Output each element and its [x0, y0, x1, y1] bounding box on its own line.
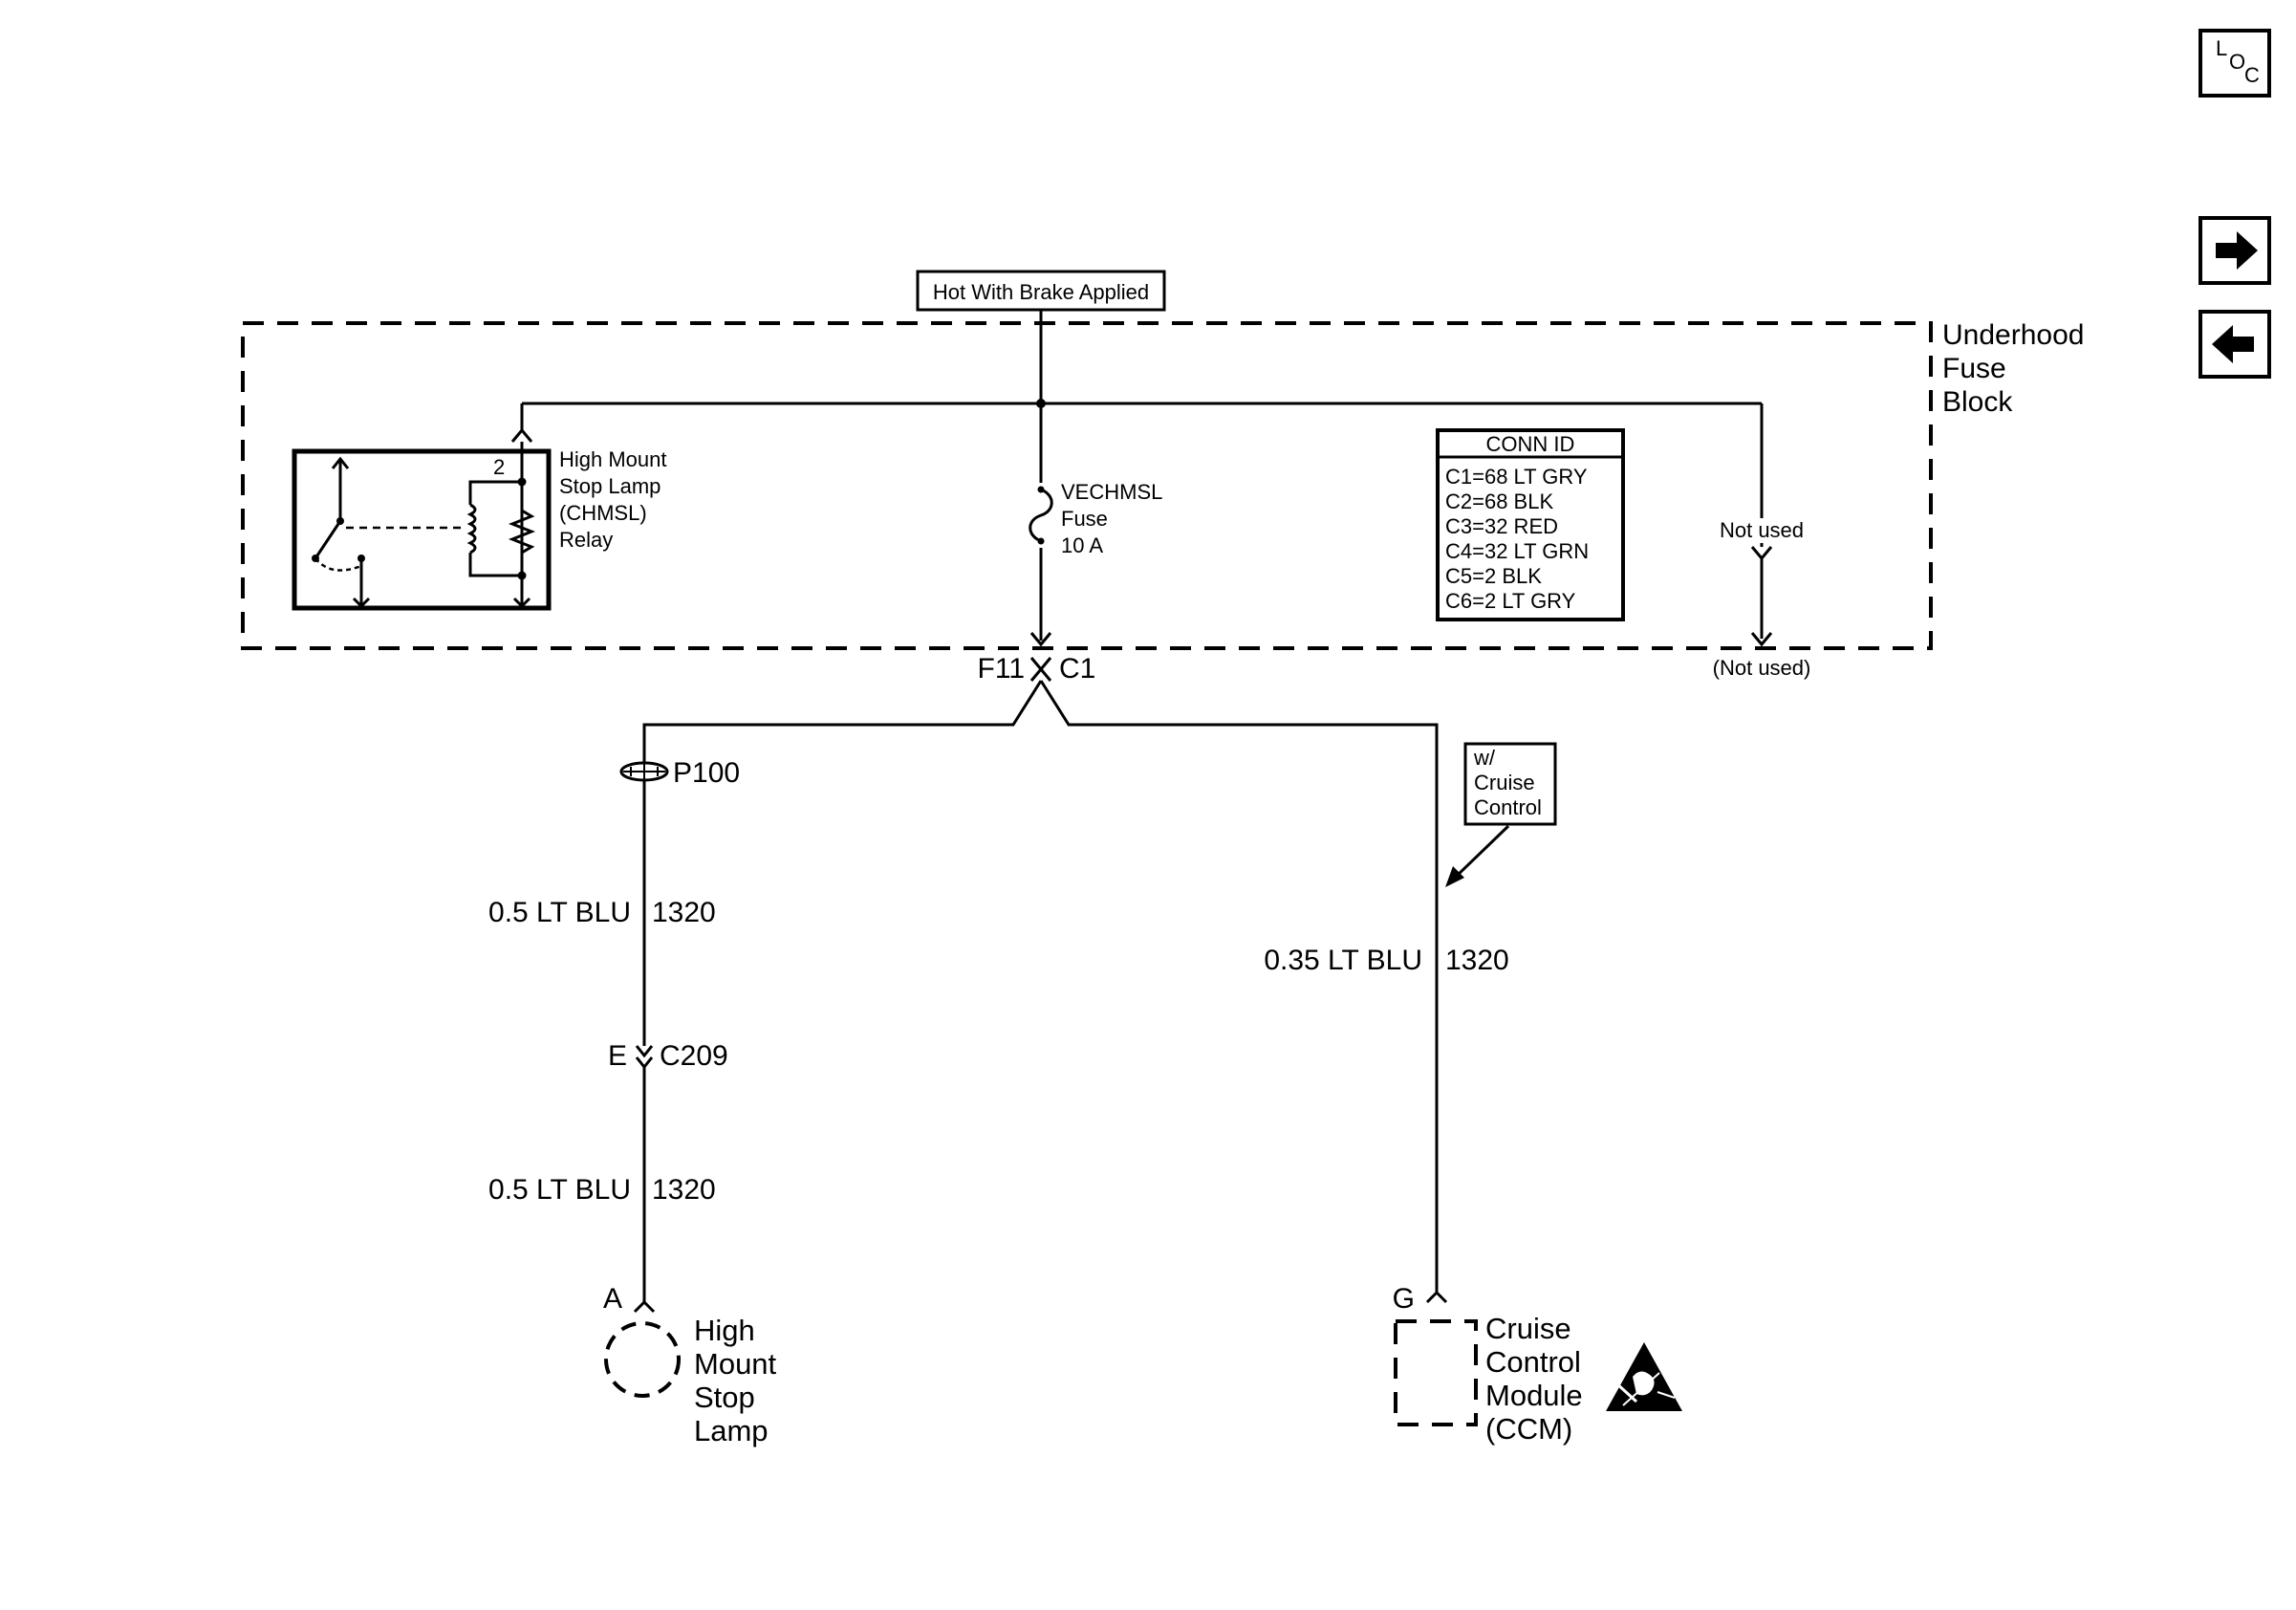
svg-text:Cruise: Cruise	[1485, 1312, 1571, 1345]
esd-warning-icon	[1606, 1342, 1682, 1411]
conn-id-row: C1=68 LT GRY	[1445, 465, 1588, 489]
loc-letter-c: C	[2244, 63, 2260, 87]
svg-text:VECHMSL: VECHMSL	[1061, 480, 1162, 504]
relay-pin-label: 2	[493, 455, 505, 479]
relay-name: High Mount Stop Lamp (CHMSL) Relay	[559, 447, 667, 552]
svg-text:Stop Lamp: Stop Lamp	[559, 474, 661, 498]
right-wire-color: 0.35 LT BLU	[1264, 945, 1422, 976]
relay-resistor	[508, 509, 536, 555]
svg-text:Fuse: Fuse	[1061, 507, 1108, 531]
cruise-control-module	[1394, 1319, 1478, 1426]
conn-id-row: C2=68 BLK	[1445, 490, 1553, 513]
svg-text:Underhood: Underhood	[1942, 319, 2084, 351]
conn-id-row: C5=2 BLK	[1445, 564, 1542, 588]
not-used-label: Not used	[1720, 518, 1804, 542]
svg-text:Fuse: Fuse	[1942, 353, 2006, 384]
svg-text:High: High	[694, 1314, 755, 1347]
loc-letter-l: L	[2216, 36, 2227, 60]
loc-button[interactable]: L O C	[2199, 29, 2271, 98]
svg-text:(CHMSL): (CHMSL)	[559, 501, 647, 525]
svg-text:Stop: Stop	[694, 1381, 755, 1414]
terminal-g-label: G	[1393, 1283, 1415, 1315]
power-source-label: Hot With Brake Applied	[933, 280, 1149, 304]
forward-button[interactable]	[2199, 216, 2271, 285]
left-wire2-color: 0.5 LT BLU	[488, 1174, 631, 1206]
right-wire-circuit: 1320	[1445, 945, 1509, 976]
left-wire2-circuit: 1320	[652, 1174, 716, 1206]
svg-text:Relay: Relay	[559, 528, 613, 552]
svg-text:(CCM): (CCM)	[1485, 1412, 1572, 1446]
arrow-left-icon	[2212, 325, 2254, 363]
fuse-block-outline	[241, 321, 1933, 650]
svg-text:Cruise: Cruise	[1474, 771, 1535, 794]
lamp-name: High Mount Stop Lamp	[694, 1314, 777, 1447]
connector-pin-e: E	[608, 1040, 627, 1072]
svg-text:Lamp: Lamp	[694, 1414, 769, 1447]
svg-text:Block: Block	[1942, 386, 2013, 418]
fuse-terminal-right-label: C1	[1059, 653, 1095, 685]
terminal-a	[633, 1299, 656, 1314]
loc-letter-o: O	[2229, 50, 2245, 74]
left-wire1-circuit: 1320	[652, 897, 716, 928]
back-button[interactable]	[2199, 310, 2271, 379]
left-wire1-color: 0.5 LT BLU	[488, 897, 631, 928]
svg-text:Module: Module	[1485, 1379, 1583, 1412]
svg-text:Control: Control	[1474, 795, 1542, 819]
connector-c209-bottom	[635, 1056, 654, 1070]
terminal-g	[1425, 1290, 1448, 1304]
conn-id-table: CONN ID C1=68 LT GRY C2=68 BLK C3=32 RED…	[1436, 428, 1625, 621]
not-used-outer-label: (Not used)	[1713, 656, 1811, 680]
svg-text:w/: w/	[1473, 746, 1496, 770]
conn-id-row: C6=2 LT GRY	[1445, 589, 1576, 613]
left-branch-wire-top	[642, 680, 1043, 830]
conn-id-row: C3=32 RED	[1445, 514, 1558, 538]
svg-text:Mount: Mount	[694, 1347, 777, 1381]
cruise-option-box: w/ Cruise Control	[1463, 742, 1557, 826]
terminal-a-label: A	[603, 1283, 622, 1315]
option-arrowhead	[1445, 866, 1464, 887]
connector-c209-label: C209	[660, 1040, 728, 1072]
fuse-terminal-left-label: F11	[978, 653, 1025, 685]
relay-feed-terminal	[510, 427, 533, 443]
vechmsl-fuse	[1029, 483, 1053, 548]
power-source-box: Hot With Brake Applied	[916, 270, 1166, 312]
high-mount-stop-lamp	[604, 1321, 681, 1398]
arrow-right-icon	[2216, 231, 2258, 270]
conn-id-row: C4=32 LT GRN	[1445, 539, 1589, 563]
splice-p100	[619, 761, 669, 782]
svg-text:Control: Control	[1485, 1345, 1581, 1379]
splice-label: P100	[673, 757, 740, 789]
conn-id-header: CONN ID	[1486, 432, 1575, 456]
relay-coil	[466, 503, 477, 555]
svg-text:High Mount: High Mount	[559, 447, 667, 471]
fuse-block-name: Underhood Fuse Block	[1942, 319, 2084, 418]
connector-c209-top	[635, 1045, 654, 1058]
fuse-label: VECHMSL Fuse 10 A	[1061, 480, 1162, 557]
svg-text:10 A: 10 A	[1061, 533, 1103, 557]
right-branch-wire	[1039, 680, 1439, 1293]
ccm-name: Cruise Control Module (CCM)	[1485, 1312, 1583, 1446]
option-pointer	[1453, 824, 1510, 880]
chmsl-relay: 2	[292, 442, 552, 611]
